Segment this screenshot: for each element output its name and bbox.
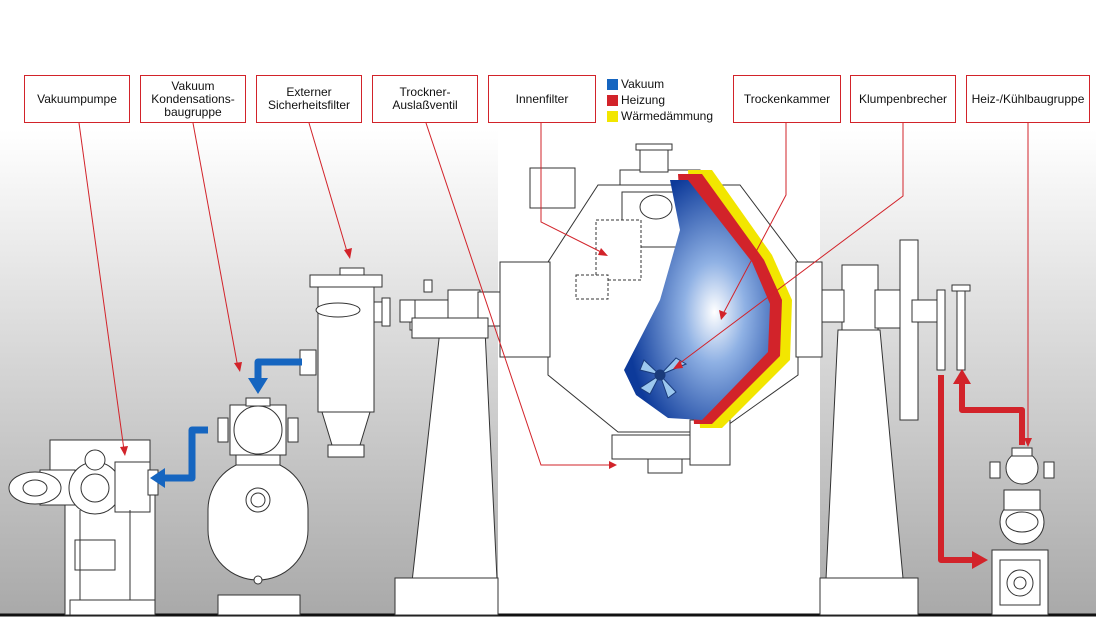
right-support (819, 239, 971, 616)
legend-label-waermedaemmung: Wärmedämmung (621, 109, 714, 123)
vacuum-lines (162, 358, 302, 482)
heating-lines (938, 375, 1025, 563)
legend-label-vakuum: Vakuum (621, 77, 665, 91)
legend-swatch-vakuum (607, 78, 618, 90)
heating-cooling-unit (989, 447, 1055, 616)
label-auslassventil: Trockner- Auslaßventil (372, 75, 478, 123)
label-sicherheitsfilter: Externer Sicherheitsfilter (256, 75, 362, 123)
legend-item-waermedaemmung: Wärmedämmung (607, 108, 713, 124)
legend-item-heizung: Heizung (607, 92, 713, 108)
legend-item-vakuum: Vakuum (607, 76, 713, 92)
label-klumpenbrecher: Klumpenbrecher (850, 75, 956, 123)
vacuum-pump (8, 439, 159, 616)
lump-breaker-rotor (639, 357, 688, 399)
left-support (394, 279, 501, 616)
label-innenfilter: Innenfilter (488, 75, 596, 123)
leader-lines (78, 122, 1029, 466)
leader-arrowheads (120, 248, 1032, 469)
label-kondensationsbaugruppe: Vakuum Kondensations- baugruppe (140, 75, 246, 123)
legend: Vakuum Heizung Wärmedämmung (607, 76, 713, 124)
vacuum-arrowheads (150, 378, 268, 488)
label-trockenkammer: Trockenkammer (733, 75, 841, 123)
legend-swatch-waermedaemmung (607, 110, 618, 122)
external-filter (299, 267, 391, 458)
legend-label-heizung: Heizung (621, 93, 666, 107)
label-heiz-kuehlbaugruppe: Heiz-/Kühlbaugruppe (966, 75, 1090, 123)
label-vakuumpumpe: Vakuumpumpe (24, 75, 130, 123)
legend-swatch-heizung (607, 94, 618, 106)
heating-arrowheads (953, 369, 988, 569)
condensation-unit (207, 397, 309, 616)
vacuum-chamber-interior (624, 180, 770, 420)
